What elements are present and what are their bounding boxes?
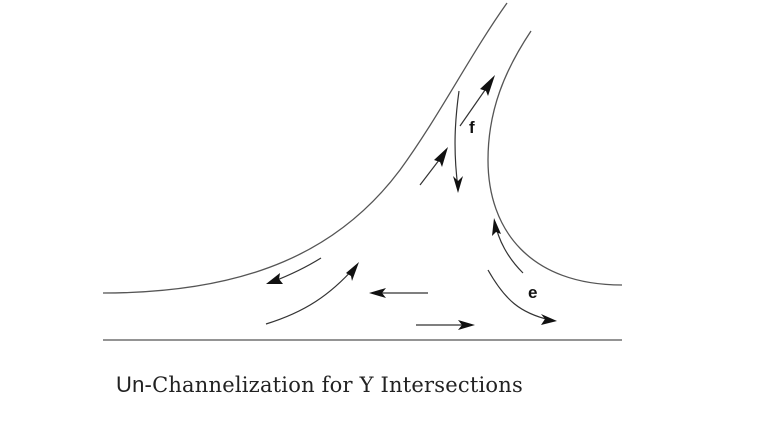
figure-caption: Un-Channelization for Y Intersections [116, 372, 523, 398]
arrow-branch-down [453, 90, 463, 193]
arrow-left-outbound [266, 257, 322, 284]
arrow-right-turn-down [487, 269, 557, 325]
main-road-top-left-edge [102, 2, 508, 294]
arrow-main-westbound [369, 288, 428, 298]
caption-prefix: Un- [116, 372, 153, 397]
arrow-main-eastbound [416, 320, 475, 330]
label-f: f [469, 118, 475, 137]
arrow-right-turn-up [492, 218, 524, 274]
arrow-branch-mid-up [419, 147, 448, 186]
branch-right-edge [487, 30, 623, 286]
arrow-left-turn-up [265, 262, 359, 325]
label-e: e [528, 283, 537, 302]
caption-text: Channelization for Y Intersections [152, 373, 523, 397]
arrow-branch-up [459, 75, 495, 127]
